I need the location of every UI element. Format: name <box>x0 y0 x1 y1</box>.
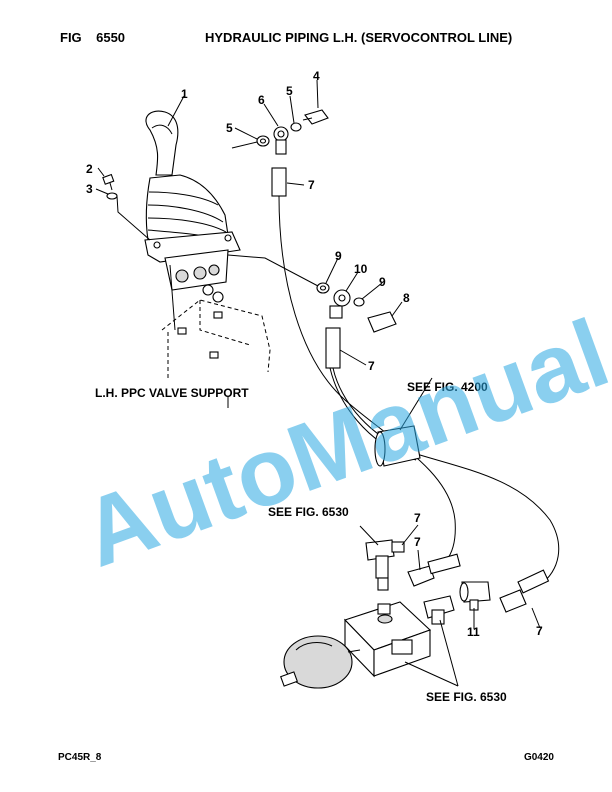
callout-11: 11 <box>467 625 480 639</box>
adapter-part-11 <box>459 581 491 611</box>
tee-fitting-upper <box>365 539 405 591</box>
accumulator <box>280 635 361 689</box>
callout-7: 7 <box>414 535 421 549</box>
leader-lines <box>95 79 541 687</box>
solenoid-valve-block <box>343 601 432 678</box>
footer-drawing-code: G0420 <box>523 752 554 763</box>
valve-support-label: L.H. PPC VALVE SUPPORT <box>95 386 249 400</box>
tee-fitting-lower <box>423 595 455 625</box>
callout-2: 2 <box>86 162 93 176</box>
screw-part-2 <box>102 173 115 191</box>
footer-model-code: PC45R_8 <box>58 752 102 763</box>
see-fig-6530-label-bottom: SEE FIG. 6530 <box>426 690 507 704</box>
ppc-valve-support <box>161 264 271 380</box>
washer-part-3 <box>106 192 118 200</box>
see-fig-4200-label: SEE FIG. 4200 <box>407 380 488 394</box>
elbow-hose-end-b <box>499 569 550 613</box>
elbow-hose-end-a <box>407 553 461 587</box>
callout-7: 7 <box>368 359 375 373</box>
figure-number: FIG 6550 <box>60 30 126 45</box>
protective-sleeve <box>374 425 421 467</box>
callout-5: 5 <box>286 84 293 98</box>
callout-9: 9 <box>379 275 386 289</box>
part-callouts: 1 2 3 4 5 5 6 7 7 7 7 7 8 9 9 10 11 <box>86 69 543 639</box>
see-fig-6530-label-top: SEE FIG. 6530 <box>268 505 349 519</box>
reference-labels: L.H. PPC VALVE SUPPORT SEE FIG. 4200 SEE… <box>95 380 507 704</box>
callout-4: 4 <box>313 69 320 83</box>
callout-3: 3 <box>86 182 93 196</box>
joystick-lever <box>144 110 241 303</box>
callout-8: 8 <box>403 291 410 305</box>
figure-title: HYDRAULIC PIPING L.H. (SERVOCONTROL LINE… <box>205 30 513 45</box>
hose-end-top <box>271 167 287 197</box>
callout-5: 5 <box>226 121 233 135</box>
hose-end-middle <box>325 327 341 369</box>
callout-9: 9 <box>335 249 342 263</box>
callout-7: 7 <box>414 511 421 525</box>
banjo-fitting-middle <box>227 254 397 333</box>
banjo-fitting-top <box>231 109 329 155</box>
callout-1: 1 <box>181 87 188 101</box>
callout-7: 7 <box>536 624 543 638</box>
callout-7: 7 <box>308 178 315 192</box>
callout-6: 6 <box>258 93 265 107</box>
callout-10: 10 <box>354 262 368 276</box>
